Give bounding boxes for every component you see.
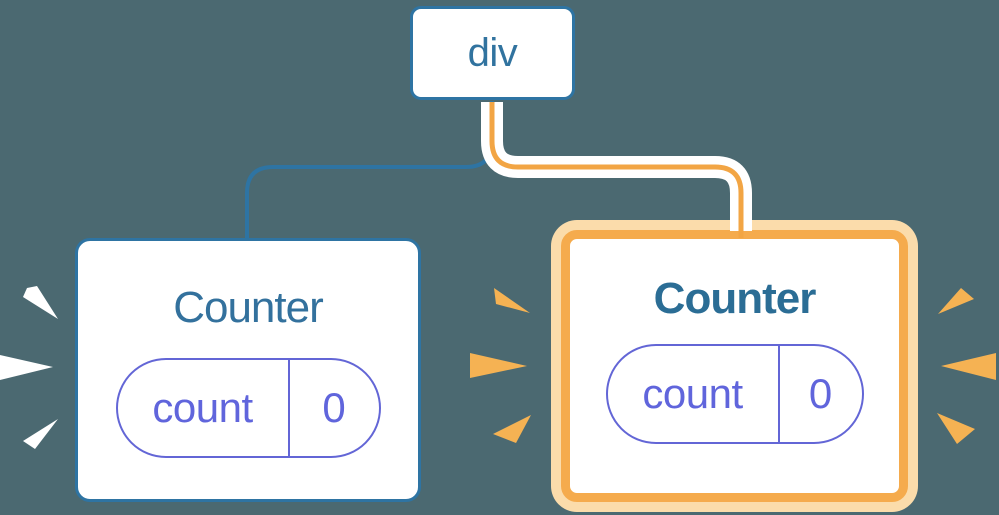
spark-icon — [23, 419, 58, 449]
spark-icon — [941, 353, 996, 380]
state-value: 0 — [808, 369, 833, 417]
counter-card-left: Counter count 0 — [75, 238, 421, 502]
root-node-label: div — [467, 30, 518, 75]
state-value: 0 — [322, 383, 346, 431]
counter-title: Counter — [653, 274, 817, 323]
state-pill: count 0 — [605, 343, 864, 444]
root-node-div: div — [410, 6, 575, 100]
counter-title: Counter — [173, 283, 324, 332]
spark-icon — [937, 413, 975, 444]
state-key: count — [608, 345, 780, 442]
flash-sparks-white — [0, 286, 58, 449]
flash-sparks-orange-left — [470, 288, 531, 443]
state-pill: count 0 — [115, 357, 381, 458]
spark-icon — [938, 288, 974, 314]
spark-icon — [470, 353, 527, 378]
counter-card-right-highlight-ring: Counter count 0 — [551, 220, 918, 512]
state-key: count — [118, 359, 290, 456]
spark-icon — [494, 288, 530, 313]
flash-sparks-orange-right — [937, 288, 996, 444]
connector-div-to-right-counter — [489, 102, 744, 238]
spark-icon — [493, 415, 531, 443]
connector-div-to-left-counter — [245, 101, 494, 242]
counter-card-right: Counter count 0 — [561, 230, 908, 502]
spark-icon — [23, 286, 58, 319]
spark-icon — [0, 355, 53, 380]
connector-highlight-casing — [481, 102, 752, 231]
